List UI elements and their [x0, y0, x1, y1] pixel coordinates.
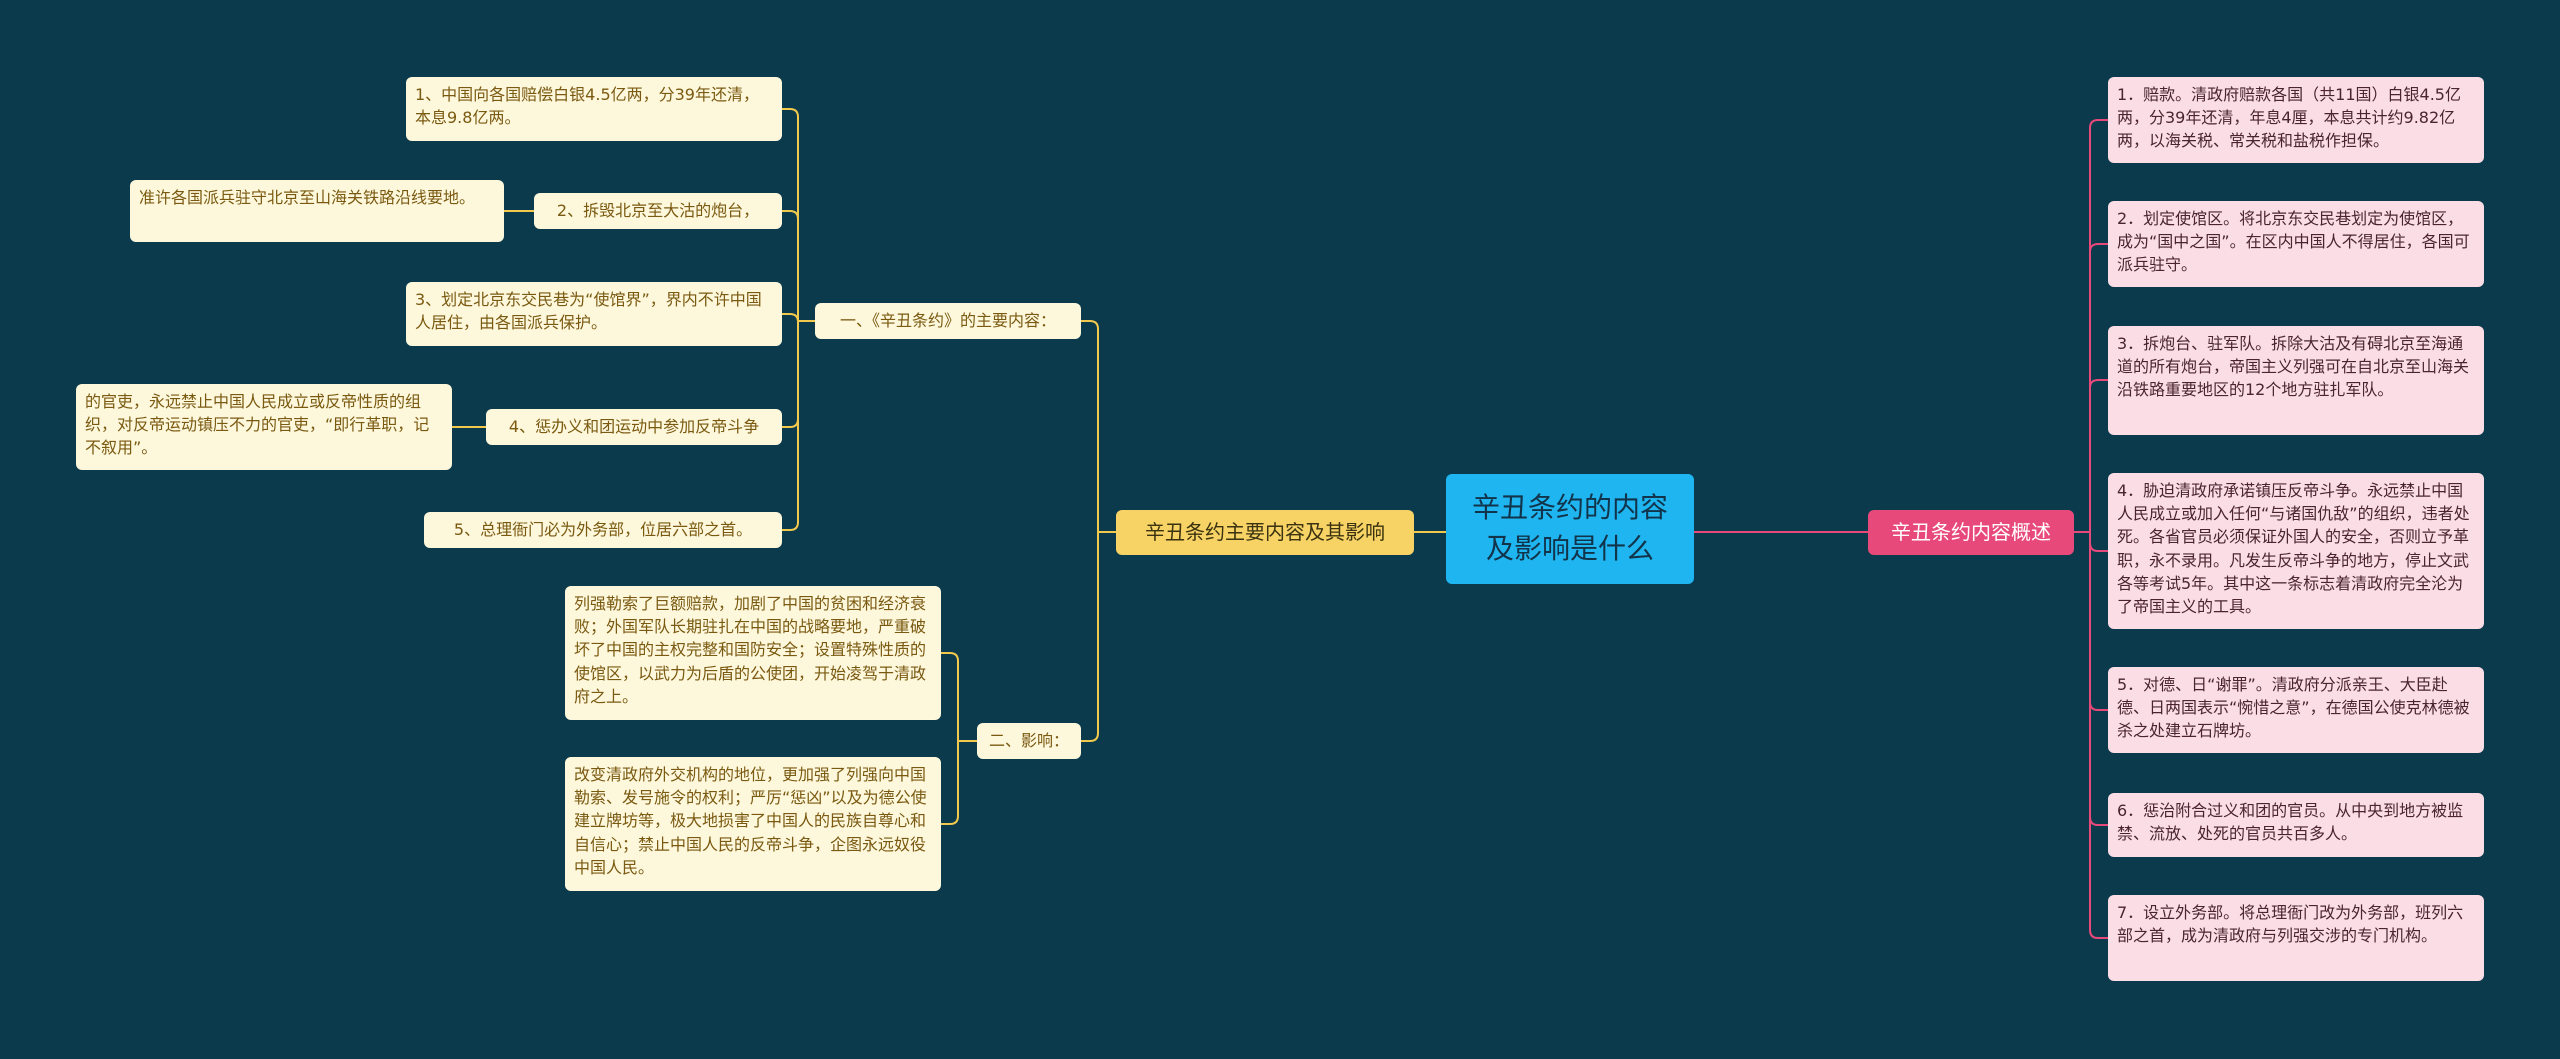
overview-item-5[interactable]: 5．对德、日“谢罪”。清政府分派亲王、大臣赴德、日两国表示“惋惜之意”，在德国公… [2108, 667, 2484, 753]
overview-item-3[interactable]: 3．拆炮台、驻军队。拆除大沽及有碍北京至海通道的所有炮台，帝国主义列强可在自北京… [2108, 326, 2484, 435]
content-item-3[interactable]: 3、划定北京东交民巷为“使馆界”，界内不许中国人居住，由各国派兵保护。 [406, 282, 782, 346]
overview-item-1[interactable]: 1．赔款。清政府赔款各国（共11国）白银4.5亿两，分39年还清，年息4厘，本息… [2108, 77, 2484, 163]
overview-item-text: 2．划定使馆区。将北京东交民巷划定为使馆区，成为“国中之国”。在区内中国人不得居… [2117, 209, 2470, 275]
impact-item-1[interactable]: 列强勒索了巨额赔款，加剧了中国的贫困和经济衰败；外国军队长期驻扎在中国的战略要地… [565, 586, 941, 720]
content-item-detail-text: 的官吏，永远禁止中国人民成立或反帝性质的组织，对反帝运动镇压不力的官吏，“即行革… [85, 392, 430, 458]
section-label: 二、影响： [988, 731, 1069, 751]
overview-item-text: 5．对德、日“谢罪”。清政府分派亲王、大臣赴德、日两国表示“惋惜之意”，在德国公… [2117, 675, 2470, 741]
overview-to-item-1-line [2074, 119, 2108, 533]
section-main-content[interactable]: 一、《辛丑条约》的主要内容： [815, 303, 1081, 339]
impact-item-text: 改变清政府外交机构的地位，更加强了列强向中国勒索、发号施令的权利；严厉“惩凶”以… [574, 765, 927, 877]
content-item-2-detail[interactable]: 准许各国派兵驻守北京至山海关铁路沿线要地。 [130, 180, 504, 242]
branch-label: 辛丑条约内容概述 [1891, 520, 2051, 544]
content-item-text: 4、惩办义和团运动中参加反帝斗争 [508, 417, 760, 437]
overview-item-text: 4．胁迫清政府承诺镇压反帝斗争。永远禁止中国人民成立或加入任何“与诸国仇敌”的组… [2117, 481, 2470, 616]
content-item-text: 5、总理衙门必为外务部，位居六部之首。 [453, 520, 753, 540]
branch-main-content-impact[interactable]: 辛丑条约主要内容及其影响 [1116, 510, 1414, 555]
content-item-5[interactable]: 5、总理衙门必为外务部，位居六部之首。 [424, 512, 782, 548]
impact-item-text: 列强勒索了巨额赔款，加剧了中国的贫困和经济衰败；外国军队长期驻扎在中国的战略要地… [574, 594, 927, 706]
section-2-to-impact-2-line [941, 740, 977, 825]
overview-item-text: 3．拆炮台、驻军队。拆除大沽及有碍北京至海通道的所有炮台，帝国主义列强可在自北京… [2117, 334, 2470, 400]
content-item-detail-text: 准许各国派兵驻守北京至山海关铁路沿线要地。 [139, 188, 476, 207]
content-item-1[interactable]: 1、中国向各国赔偿白银4.5亿两，分39年还清，本息9.8亿两。 [406, 77, 782, 141]
section-1-to-item-5-line [782, 320, 815, 531]
content-item-text: 1、中国向各国赔偿白银4.5亿两，分39年还清，本息9.8亿两。 [415, 85, 759, 128]
overview-item-6[interactable]: 6．惩治附合过义和团的官员。从中央到地方被监禁、流放、处死的官员共百多人。 [2108, 793, 2484, 857]
section-1-to-item-2-line [782, 210, 815, 322]
content-item-4[interactable]: 4、惩办义和团运动中参加反帝斗争 [486, 409, 782, 445]
content-item-text: 2、拆毁北京至大沽的炮台， [556, 201, 760, 221]
overview-item-text: 7．设立外务部。将总理衙门改为外务部，班列六部之首，成为清政府与列强交涉的专门机… [2117, 903, 2464, 946]
section-2-to-impact-1-line [941, 652, 977, 742]
branch-to-section-1-line [1081, 320, 1116, 533]
overview-to-item-7-line [2074, 531, 2108, 939]
section-label: 一、《辛丑条约》的主要内容： [839, 311, 1056, 331]
overview-item-4[interactable]: 4．胁迫清政府承诺镇压反帝斗争。永远禁止中国人民成立或加入任何“与诸国仇敌”的组… [2108, 473, 2484, 629]
impact-item-2[interactable]: 改变清政府外交机构的地位，更加强了列强向中国勒索、发号施令的权利；严厉“惩凶”以… [565, 757, 941, 891]
content-item-2[interactable]: 2、拆毁北京至大沽的炮台， [534, 193, 782, 229]
overview-item-text: 6．惩治附合过义和团的官员。从中央到地方被监禁、流放、处死的官员共百多人。 [2117, 801, 2464, 844]
overview-to-item-3-line [2074, 379, 2108, 533]
branch-overview[interactable]: 辛丑条约内容概述 [1868, 510, 2074, 555]
overview-item-7[interactable]: 7．设立外务部。将总理衙门改为外务部，班列六部之首，成为清政府与列强交涉的专门机… [2108, 895, 2484, 981]
section-impact[interactable]: 二、影响： [977, 723, 1081, 759]
root-topic[interactable]: 辛丑条约的内容及影响是什么 [1446, 474, 1694, 584]
root-topic-label: 辛丑条约的内容及影响是什么 [1471, 491, 1668, 565]
content-item-4-detail[interactable]: 的官吏，永远禁止中国人民成立或反帝性质的组织，对反帝运动镇压不力的官吏，“即行革… [76, 384, 452, 470]
branch-label: 辛丑条约主要内容及其影响 [1145, 520, 1385, 544]
overview-item-2[interactable]: 2．划定使馆区。将北京东交民巷划定为使馆区，成为“国中之国”。在区内中国人不得居… [2108, 201, 2484, 287]
content-item-text: 3、划定北京东交民巷为“使馆界”，界内不许中国人居住，由各国派兵保护。 [415, 290, 762, 333]
overview-to-item-2-line [2074, 243, 2108, 533]
overview-item-text: 1．赔款。清政府赔款各国（共11国）白银4.5亿两，分39年还清，年息4厘，本息… [2117, 85, 2461, 151]
branch-to-section-2-line [1081, 531, 1116, 742]
section-1-to-item-1-line [782, 108, 815, 322]
